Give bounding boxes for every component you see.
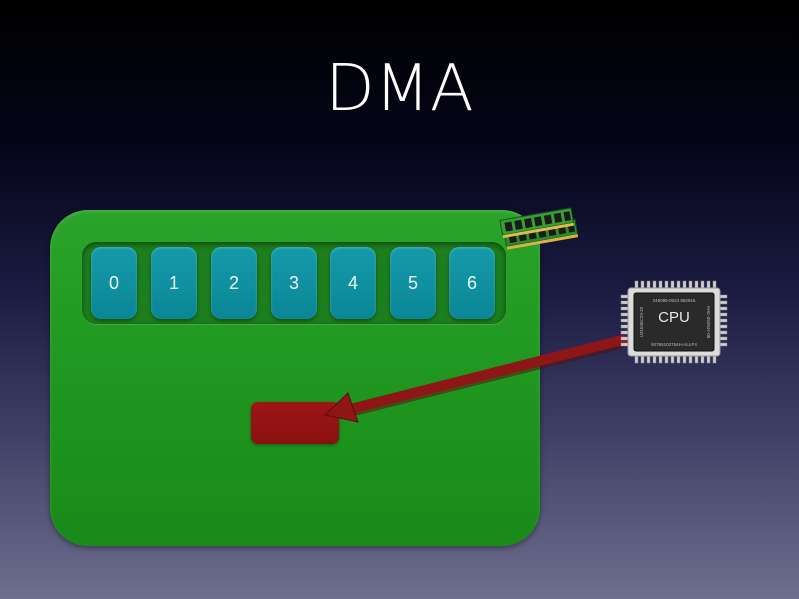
cpu-marking-right: AHC-092847-08: [706, 306, 711, 339]
cpu-chip-icon: CPU 245085-0024 892915 92765103754H-ALLP…: [620, 280, 728, 364]
cpu-marking-top: 245085-0024 892915: [653, 298, 696, 303]
memory-cell-0: 0: [91, 247, 137, 319]
memory-cell-2: 2: [211, 247, 257, 319]
cpu-marking-bottom: 92765103754H-ALLP4: [651, 342, 697, 347]
memory-cell-5: 5: [390, 247, 436, 319]
memory-cell-6: 6: [449, 247, 495, 319]
cpu-marking-left: U31046C23-32: [639, 306, 644, 337]
memory-cell-1: 1: [151, 247, 197, 319]
dma-arrow: [323, 335, 629, 423]
memory-cell-3: 3: [271, 247, 317, 319]
cpu-label: CPU: [658, 309, 690, 326]
slide-title: DMA: [325, 52, 474, 126]
ram-module-icon: [499, 207, 579, 250]
memory-cell-4: 4: [330, 247, 376, 319]
dma-target-box: [251, 402, 339, 444]
